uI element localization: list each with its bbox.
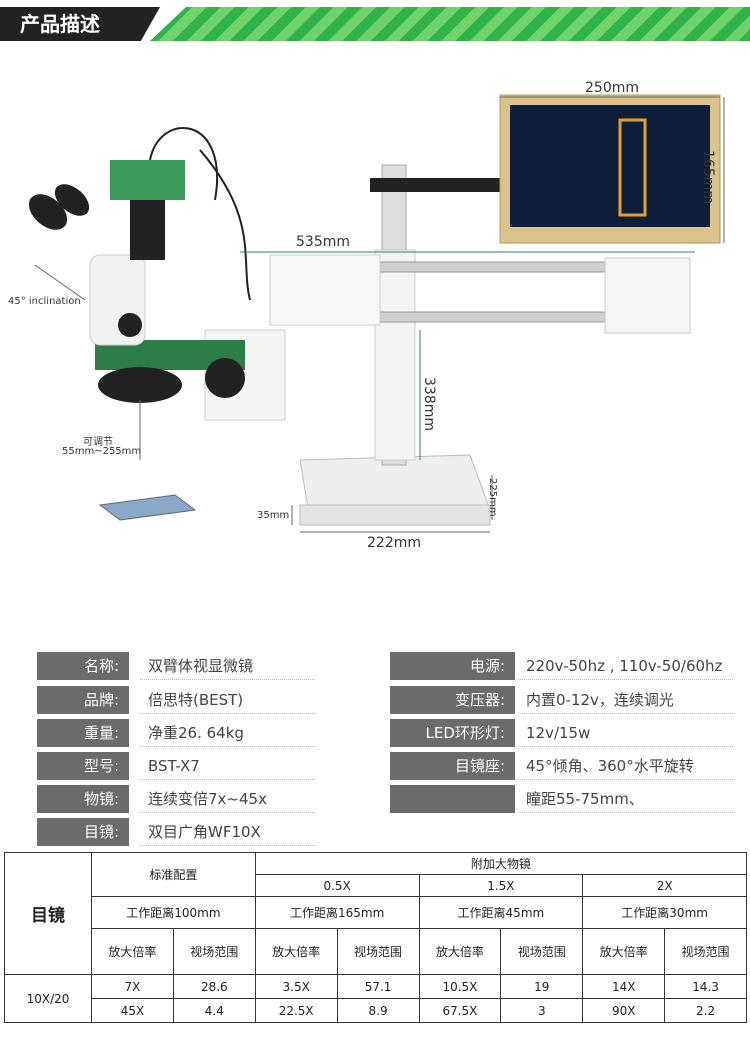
table-cell: 10.5X	[418, 974, 502, 999]
spec-value-name: 双臂体视显微镜	[140, 652, 315, 680]
spec-label-objective: 物镜:	[37, 785, 129, 813]
base-height-label: 35mm	[257, 510, 290, 521]
table-cell: 22.5X	[254, 998, 338, 1023]
distance-2x: 工作距离30mm	[582, 896, 747, 929]
table-cell: 67.5X	[418, 998, 502, 1023]
header-stripe	[150, 7, 750, 41]
distance-1-5x: 工作距离45mm	[418, 896, 584, 929]
adjust-title: 可调节	[83, 437, 113, 448]
spec-label-power: 电源:	[390, 652, 515, 680]
spec-value-led: 12v/15w	[518, 719, 733, 747]
spec-label-eyepiece-seat: 目镜座:	[390, 752, 515, 780]
eyepiece-header: 目镜	[4, 852, 92, 975]
lens-2x: 2X	[582, 874, 747, 897]
microscope-illustration	[28, 94, 725, 533]
table-cell: 7X	[91, 974, 174, 999]
spec-label-blank	[390, 785, 515, 813]
col-fov: 视场范围	[172, 928, 256, 975]
standard-config-header: 标准配置	[91, 852, 256, 897]
table-cell: 8.9	[336, 998, 420, 1023]
eyepiece-value: 10X/20	[4, 974, 92, 1023]
spec-value-objective: 连续变倍7x~45x	[140, 785, 315, 813]
lens-0-5x: 0.5X	[254, 874, 420, 897]
spec-label-weight: 重量:	[37, 719, 129, 747]
table-cell: 57.1	[336, 974, 420, 999]
extra-objective-header: 附加大物镜	[254, 852, 748, 875]
table-cell: 4.4	[172, 998, 256, 1023]
spec-value-eyepiece: 双目广角WF10X	[140, 818, 315, 846]
screen-width-label: 250mm	[585, 80, 639, 96]
spec-value-pupil: 瞳距55-75mm、	[518, 785, 733, 813]
spec-label-transformer: 变压器:	[390, 686, 515, 714]
spec-label-eyepiece: 目镜:	[37, 818, 129, 846]
table-cell: 19	[500, 974, 584, 999]
distance-standard: 工作距离100mm	[91, 896, 256, 929]
spec-value-brand: 倍思特(BEST)	[140, 686, 315, 714]
col-fov: 视场范围	[664, 928, 747, 975]
table-cell: 45X	[91, 998, 174, 1023]
col-mag: 放大倍率	[418, 928, 502, 975]
adjust-range: 55mm~255mm	[62, 446, 142, 457]
spec-value-weight: 净重26. 64kg	[140, 719, 315, 747]
arm-length-label: 535mm	[296, 234, 350, 250]
lens-1-5x: 1.5X	[418, 874, 584, 897]
spec-label-led: LED环形灯:	[390, 719, 515, 747]
spec-value-eyepiece-seat: 45°倾角、360°水平旋转	[518, 752, 733, 780]
spec-value-transformer: 内置0-12v，连续调光	[518, 686, 733, 714]
distance-0-5x: 工作距离165mm	[254, 896, 420, 929]
section-title: 产品描述	[0, 7, 160, 41]
col-fov: 视场范围	[500, 928, 584, 975]
spec-label-model: 型号:	[37, 752, 129, 780]
table-cell: 3	[500, 998, 584, 1023]
incline-label: 45° inclination	[8, 296, 81, 307]
table-cell: 28.6	[172, 974, 256, 999]
col-mag: 放大倍率	[91, 928, 174, 975]
spec-label-name: 名称:	[37, 652, 129, 680]
base-depth-label: 225mm	[487, 478, 498, 517]
table-cell: 14.3	[664, 974, 747, 999]
spec-value-power: 220v-50hz , 110v-50/60hz	[518, 652, 733, 680]
table-cell: 3.5X	[254, 974, 338, 999]
col-mag: 放大倍率	[582, 928, 666, 975]
base-width-label: 222mm	[367, 535, 421, 551]
table-cell: 90X	[582, 998, 666, 1023]
spec-label-brand: 品牌:	[37, 686, 129, 714]
pole-height-label: 338mm	[421, 377, 437, 431]
table-cell: 14X	[582, 974, 666, 999]
spec-value-model: BST-X7	[140, 752, 315, 780]
magnification-table: 目镜 标准配置 附加大物镜 0.5X 1.5X 2X 工作距离100mm 工作距…	[4, 852, 748, 1023]
screen-height-label: 165mm	[700, 150, 716, 204]
col-mag: 放大倍率	[254, 928, 338, 975]
col-fov: 视场范围	[336, 928, 420, 975]
table-cell: 2.2	[664, 998, 747, 1023]
